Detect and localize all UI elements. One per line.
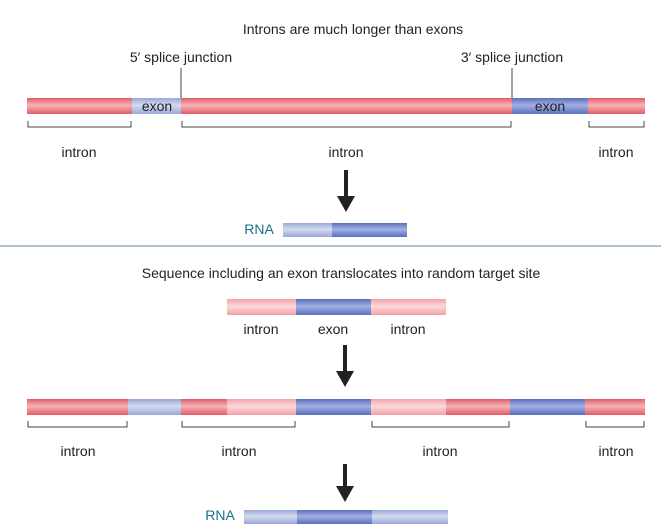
five-prime-junction-label: 5′ splice junction [130,49,232,65]
bottom-rna-bar [244,510,448,524]
intron-segment [446,399,510,415]
bottom-title: Sequence including an exon translocates … [142,265,541,281]
intron-bracket [588,121,645,128]
exon-segment [296,299,371,315]
exon-segment [128,399,181,415]
down-arrow-icon [336,464,354,502]
intron-segment [27,98,132,114]
intron-bracket [371,421,510,428]
top-intron-label-2: intron [328,144,363,160]
rna-exon-segment [332,223,407,237]
rna-exon-segment [372,510,448,524]
top-intron-label-3: intron [598,144,633,160]
exon-segment [512,98,588,114]
fragment-intron-label-1: intron [243,321,278,337]
intron-segment [371,299,446,315]
intron-bracket [181,121,512,128]
down-arrow-icon [336,345,354,387]
bottom-gene-bar [27,399,645,415]
intron-bracket [181,421,296,428]
bottom-intron-label-4: intron [598,443,633,459]
top-rna-bar [283,223,407,237]
inserted-intron-segment [371,399,446,415]
bottom-intron-label-2: intron [221,443,256,459]
inserted-exon-segment [296,399,371,415]
top-rna-label: RNA [244,221,274,237]
rna-exon-segment [283,223,332,237]
down-arrow-icon [337,170,355,212]
bottom-intron-label-1: intron [60,443,95,459]
fragment-exon-label: exon [318,321,348,337]
intron-bracket [27,121,132,128]
exon-segment [132,98,181,114]
top-intron-label-1: intron [61,144,96,160]
top-gene-bar [27,98,645,114]
intron-segment [181,98,512,114]
intron-segment [585,399,645,415]
top-title: Introns are much longer than exons [243,21,463,37]
intron-segment [181,399,227,415]
inserted-intron-segment [227,399,296,415]
bottom-rna-label: RNA [205,507,235,523]
intron-bracket [27,421,128,428]
intron-segment [27,399,128,415]
translocated-fragment [227,299,446,315]
intron-bracket [585,421,645,428]
rna-exon-segment [244,510,297,524]
intron-segment [227,299,296,315]
exon-segment [510,399,585,415]
three-prime-junction-label: 3′ splice junction [461,49,563,65]
fragment-intron-label-2: intron [390,321,425,337]
intron-segment [588,98,645,114]
top-exon-label-1: exon [142,98,172,114]
bottom-intron-label-3: intron [422,443,457,459]
rna-exon-segment [297,510,372,524]
top-exon-label-2: exon [535,98,565,114]
